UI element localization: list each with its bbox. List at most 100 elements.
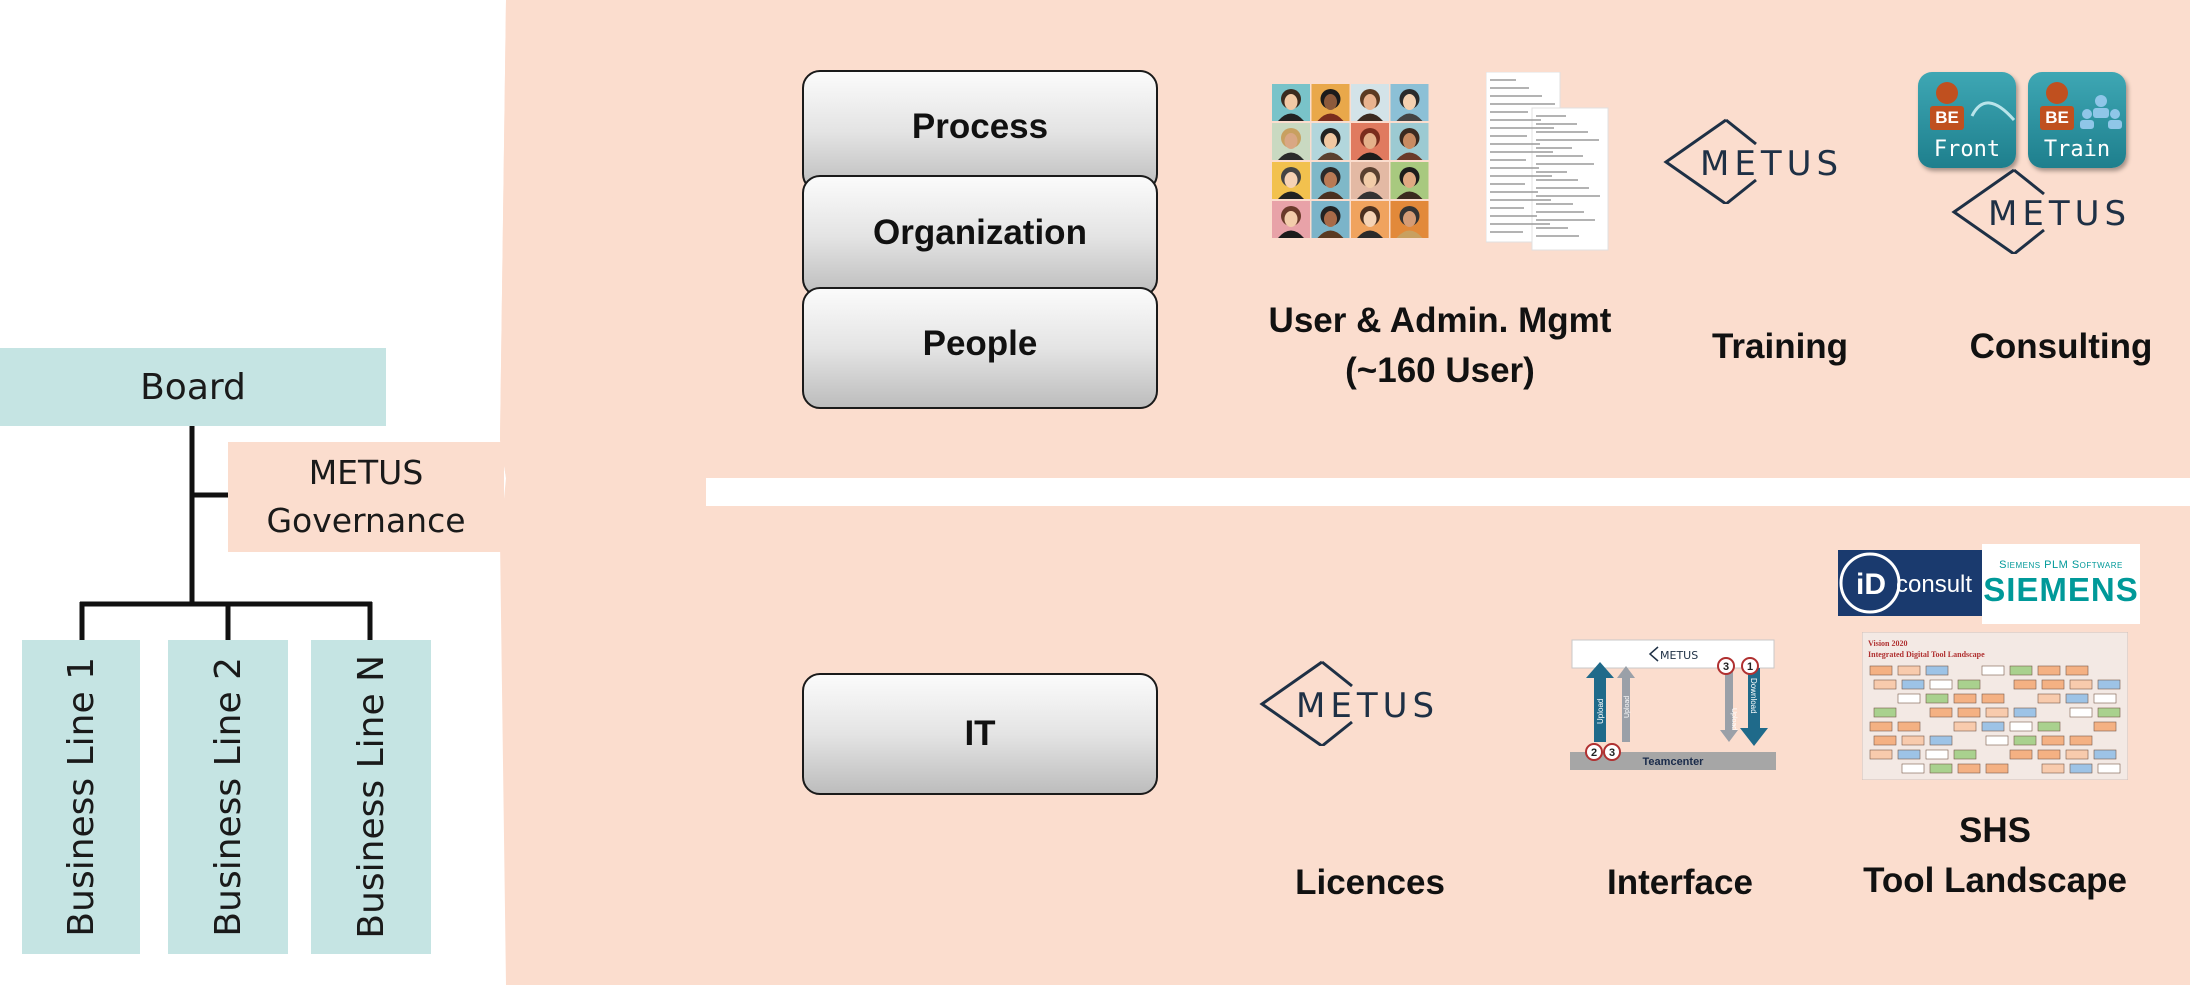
be-front-badge: BE — [1930, 106, 1964, 130]
shs-caption-line-2: Tool Landscape — [1863, 861, 2127, 900]
user-list-document-icon — [1486, 72, 1609, 251]
avatar-body — [1357, 230, 1383, 238]
badge-3a: 3 — [1603, 743, 1621, 761]
siemens-logo: Siemens PLM Software SIEMENS — [1982, 544, 2140, 624]
metus-logo-consulting: METUS — [1951, 168, 2126, 254]
badge-2: 2 — [1585, 743, 1603, 761]
landscape-box — [2093, 693, 2117, 704]
idconsult-text: consult — [1896, 571, 1972, 598]
avatar-body — [1396, 230, 1423, 238]
people-label: People — [922, 324, 1038, 363]
be-train-badge: BE — [2040, 106, 2074, 130]
interface-caption-line-1: Interface — [1607, 863, 1753, 902]
governance-box: METUS Governance — [228, 442, 504, 552]
be-front-app-icon: BE Front — [1918, 72, 2016, 168]
landscape-box — [2037, 665, 2061, 676]
landscape-box — [2069, 735, 2093, 746]
business-line-2-label: Business Line 2 — [207, 657, 249, 937]
landscape-box — [2037, 749, 2061, 760]
badge-3b-text: 3 — [1723, 661, 1729, 673]
governance-line-1: METUS — [308, 453, 424, 492]
process-label: Process — [911, 107, 1049, 146]
it-layer: IT — [802, 673, 1158, 795]
it-label: IT — [964, 714, 996, 753]
avatar-body — [1357, 152, 1383, 160]
consulting-caption-line-1: Consulting — [1969, 327, 2153, 366]
landscape-box — [1981, 721, 2005, 732]
landscape-box — [2009, 749, 2033, 760]
landscape-box — [1869, 749, 1893, 760]
upload-arrow-3-text: Upload — [1730, 708, 1737, 730]
landscape-box — [1873, 679, 1897, 690]
upload-arrow-1 — [1586, 662, 1614, 742]
avatar-body — [1278, 191, 1304, 199]
funnel-shape — [506, 0, 706, 985]
business-line-1-box: Business Line 1 — [22, 640, 140, 954]
avatar-face — [1284, 172, 1298, 188]
be-train-group — [2080, 95, 2122, 129]
landscape-box — [2037, 721, 2061, 732]
landscape-box — [1953, 721, 1977, 732]
avatar-body — [1396, 152, 1423, 160]
landscape-box — [1901, 763, 1925, 774]
avatar-face — [1324, 172, 1337, 188]
people-layer: People — [802, 287, 1158, 409]
organization-layer: Organization — [802, 175, 1158, 297]
landscape-box — [1929, 735, 1953, 746]
landscape-title-2: Integrated Digital Tool Landscape — [1868, 650, 1985, 659]
landscape-box — [1897, 721, 1921, 732]
landscape-box — [1901, 735, 1925, 746]
landscape-box — [2097, 707, 2121, 718]
shs-caption-line-1: SHS — [1959, 811, 2031, 850]
landscape-box — [1873, 735, 1897, 746]
landscape-box — [1901, 679, 1925, 690]
landscape-box — [1985, 707, 2009, 718]
landscape-box — [1957, 679, 1981, 690]
landscape-box — [1985, 763, 2009, 774]
upload-arrow-3 — [1720, 668, 1738, 742]
licences-caption: Licences — [1270, 858, 1470, 908]
landscape-box — [2093, 721, 2117, 732]
badge-3a-text: 3 — [1609, 747, 1615, 759]
avatar-face — [1324, 211, 1337, 227]
shs-caption: SHS Tool Landscape — [1840, 806, 2150, 906]
interface-caption: Interface — [1580, 858, 1780, 908]
landscape-box — [2041, 735, 2065, 746]
business-line-n-box: Business Line N — [311, 640, 431, 954]
landscape-box — [1873, 707, 1897, 718]
user-admin-caption-line-2: (~160 User) — [1345, 351, 1535, 390]
download-arrow-text: Download — [1749, 678, 1758, 714]
landscape-box — [2013, 707, 2037, 718]
avatar-body — [1357, 191, 1383, 199]
landscape-box — [2041, 763, 2065, 774]
be-train-label: Train — [2043, 137, 2111, 162]
download-arrow — [1740, 668, 1768, 746]
avatar-body — [1278, 152, 1304, 160]
badge-1: 1 — [1741, 657, 1759, 675]
landscape-box — [1869, 665, 1893, 676]
landscape-box — [1897, 693, 1921, 704]
avatar-body — [1317, 230, 1344, 238]
metus-logo-licences-text: METUS — [1296, 686, 1439, 726]
landscape-box — [2009, 721, 2033, 732]
badge-1-text: 1 — [1747, 661, 1753, 673]
landscape-box — [2065, 749, 2089, 760]
avatar-body — [1317, 113, 1344, 121]
landscape-box — [2069, 707, 2093, 718]
avatar-face — [1363, 94, 1377, 110]
landscape-box — [1897, 749, 1921, 760]
business-line-2-box: Business Line 2 — [168, 640, 288, 954]
avatar-body — [1317, 152, 1344, 160]
avatar-body — [1357, 113, 1383, 121]
landscape-box — [2009, 665, 2033, 676]
landscape-box — [2093, 749, 2117, 760]
avatar-face — [1363, 133, 1377, 149]
landscape-box — [2013, 679, 2037, 690]
landscape-box — [2069, 679, 2093, 690]
landscape-box — [1897, 665, 1921, 676]
be-front-head — [1936, 82, 1958, 104]
landscape-box — [1981, 693, 2005, 704]
badge-3b: 3 — [1717, 657, 1735, 675]
business-line-n-label: Business Line N — [350, 655, 392, 939]
avatar-face — [1403, 172, 1416, 188]
